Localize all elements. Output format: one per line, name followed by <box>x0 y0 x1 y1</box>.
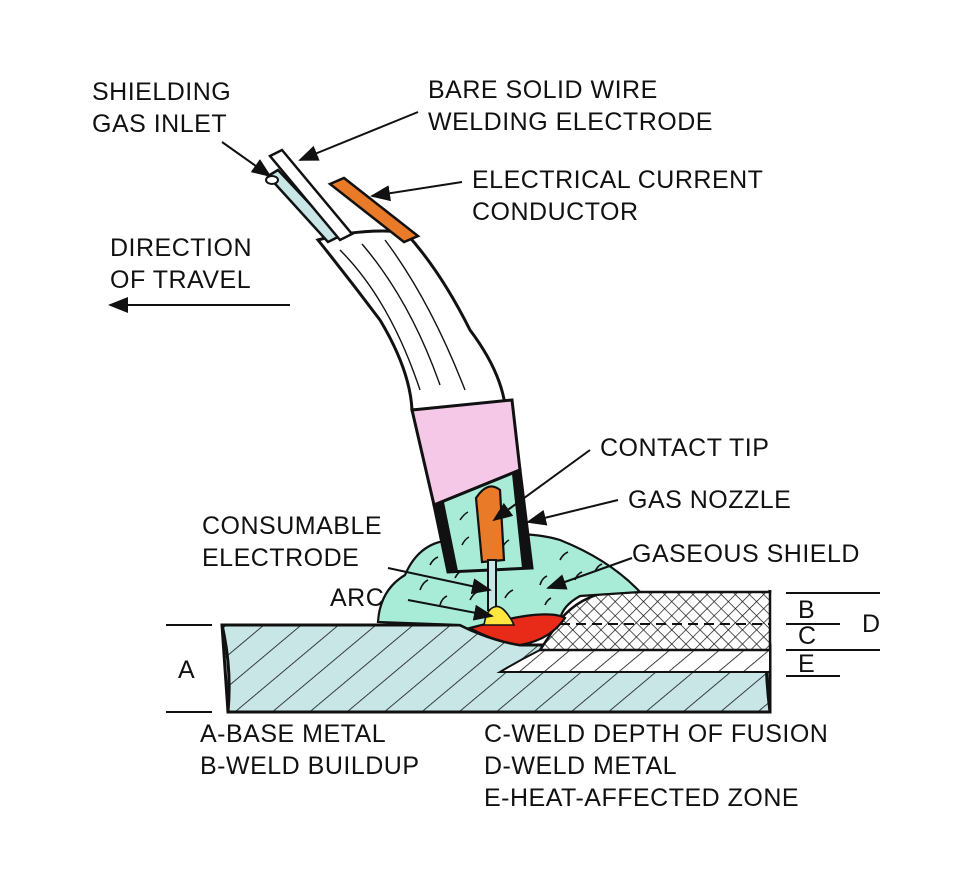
label-line: BARE SOLID WIRE <box>428 76 658 104</box>
consumable-electrode <box>487 559 497 611</box>
legend-item: D-WELD METAL <box>484 752 678 780</box>
label-line: CONDUCTOR <box>472 198 639 226</box>
leader-lines <box>108 111 633 621</box>
label-line: ELECTRICAL CURRENT <box>472 166 764 194</box>
zone-marker-lines <box>166 592 880 713</box>
welding-cable <box>315 229 507 412</box>
label-gas-nozzle: GAS NOZZLE <box>628 486 792 514</box>
legend-right: C-WELD DEPTH OF FUSION D-WELD METAL E-HE… <box>484 718 828 814</box>
label-gaseous-shield: GASEOUS SHIELD <box>632 540 860 568</box>
label-bare-solid-wire: BARE SOLID WIRE WELDING ELECTRODE <box>428 74 713 138</box>
wire-tube <box>268 148 354 242</box>
label-line: OF TRAVEL <box>110 266 252 294</box>
contact-tip <box>474 485 506 564</box>
label-consumable-electrode: CONSUMABLE ELECTRODE <box>202 510 382 574</box>
label-line: SHIELDING <box>92 78 232 106</box>
legend-item: E-HEAT-AFFECTED ZONE <box>484 784 800 812</box>
weld-buildup <box>537 590 772 652</box>
zone-letter-a: A <box>178 656 196 684</box>
label-direction-of-travel: DIRECTION OF TRAVEL <box>110 232 252 296</box>
label-arc: ARC <box>330 584 385 612</box>
legend-item: A-BASE METAL <box>200 720 387 748</box>
zone-letter-d: D <box>862 610 881 638</box>
legend-item: B-WELD BUILDUP <box>200 752 420 780</box>
label-line: GAS INLET <box>92 110 228 138</box>
zone-letter-e: E <box>798 650 816 678</box>
label-shielding-gas-inlet: SHIELDING GAS INLET <box>92 76 231 140</box>
zone-letter-b: B <box>798 596 816 624</box>
legend-left: A-BASE METAL B-WELD BUILDUP <box>200 718 420 782</box>
label-line: CONSUMABLE <box>202 512 383 540</box>
label-contact-tip: CONTACT TIP <box>600 434 770 462</box>
zone-letter-c: C <box>798 622 817 650</box>
legend-item: C-WELD DEPTH OF FUSION <box>484 720 829 748</box>
label-line: WELDING ELECTRODE <box>428 108 713 136</box>
heat-affected-zone <box>496 649 771 673</box>
label-line: ELECTRODE <box>202 544 360 572</box>
current-conductor <box>327 176 421 244</box>
label-line: DIRECTION <box>110 234 252 262</box>
label-electrical-conductor: ELECTRICAL CURRENT CONDUCTOR <box>472 164 763 228</box>
